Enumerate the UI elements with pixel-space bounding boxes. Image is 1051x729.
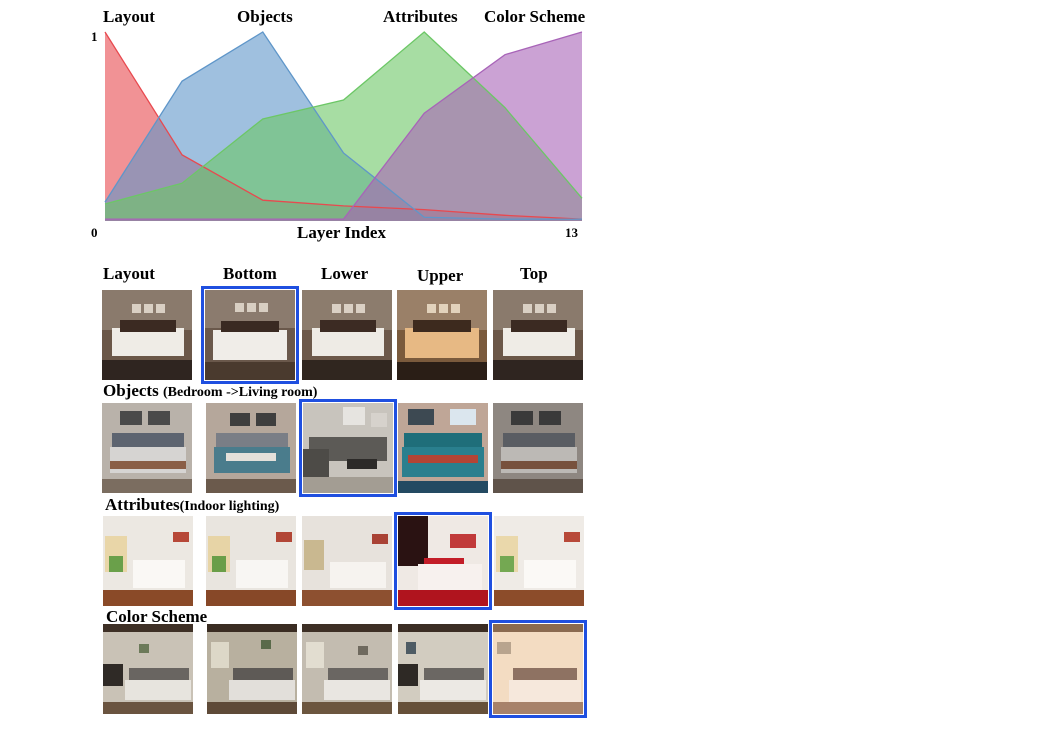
line-attributes [104,31,583,205]
series-label-objects: Objects [237,7,293,26]
column-label-lower: Lower [321,264,369,283]
x-axis-label: Layer Index [297,223,386,242]
thumbnail-dark-bedroom-selected [201,286,299,384]
row-label-attributes-title: Attributes [105,495,180,514]
thumbnail-dark-bedroom [102,290,192,380]
series-label-layout: Layout [103,7,155,26]
line-layout [104,31,583,220]
column-label-layout: Layout [103,264,155,283]
x-tick-max: 13 [565,225,578,240]
thumbnail-bright-bedroom [206,516,296,606]
y-tick-min: 0 [91,225,98,240]
column-label-bottom: Bottom [223,264,277,283]
column-label-top: Top [520,264,548,283]
column-label-upper: Upper [417,266,464,285]
thumbnail-warm-tone-bedroom-selected [489,620,587,718]
thumbnail-living-room-selected [299,399,397,497]
row-label-attributes-sub: (Indoor lighting) [179,499,280,514]
thumbnail-neutral-bedroom [207,624,297,714]
thumbnail-patterned-bedroom [398,403,488,493]
thumbnail-neutral-bedroom [103,624,193,714]
thumbnail-neutral-bedroom [398,624,488,714]
line-objects [104,31,582,220]
thumbnail-bright-bedroom [302,516,392,606]
row-label-color-scheme-title: Color Scheme [106,607,208,626]
thumbnail-gray-bedroom [102,403,192,493]
row-label-objects-title: Objects [103,381,159,400]
thumbnail-warm-bedroom [397,290,487,380]
y-tick-max: 1 [91,29,98,44]
series-label-attributes: Attributes [383,7,458,26]
line-color-scheme [105,31,583,220]
row-label-objects: Objects (Bedroom ->Living room) [103,381,317,401]
layer-area-chart [104,31,583,221]
area-color-scheme [105,32,582,221]
thumbnail-bright-bedroom [103,516,193,606]
thumbnail-dark-bedroom [302,290,392,380]
series-label-color-scheme: Color Scheme [484,7,586,26]
thumbnail-neutral-bedroom [302,624,392,714]
thumbnail-gray-bedroom [493,403,583,493]
row-label-attributes: Attributes(Indoor lighting) [105,495,279,515]
thumbnail-bright-bedroom [494,516,584,606]
thumbnail-dark-bedroom [493,290,583,380]
thumbnail-teal-bedroom [206,403,296,493]
thumbnail-red-lit-bedroom-selected [394,512,492,610]
row-label-objects-sub: (Bedroom ->Living room) [162,385,318,400]
row-label-color-scheme: Color Scheme [106,607,207,627]
